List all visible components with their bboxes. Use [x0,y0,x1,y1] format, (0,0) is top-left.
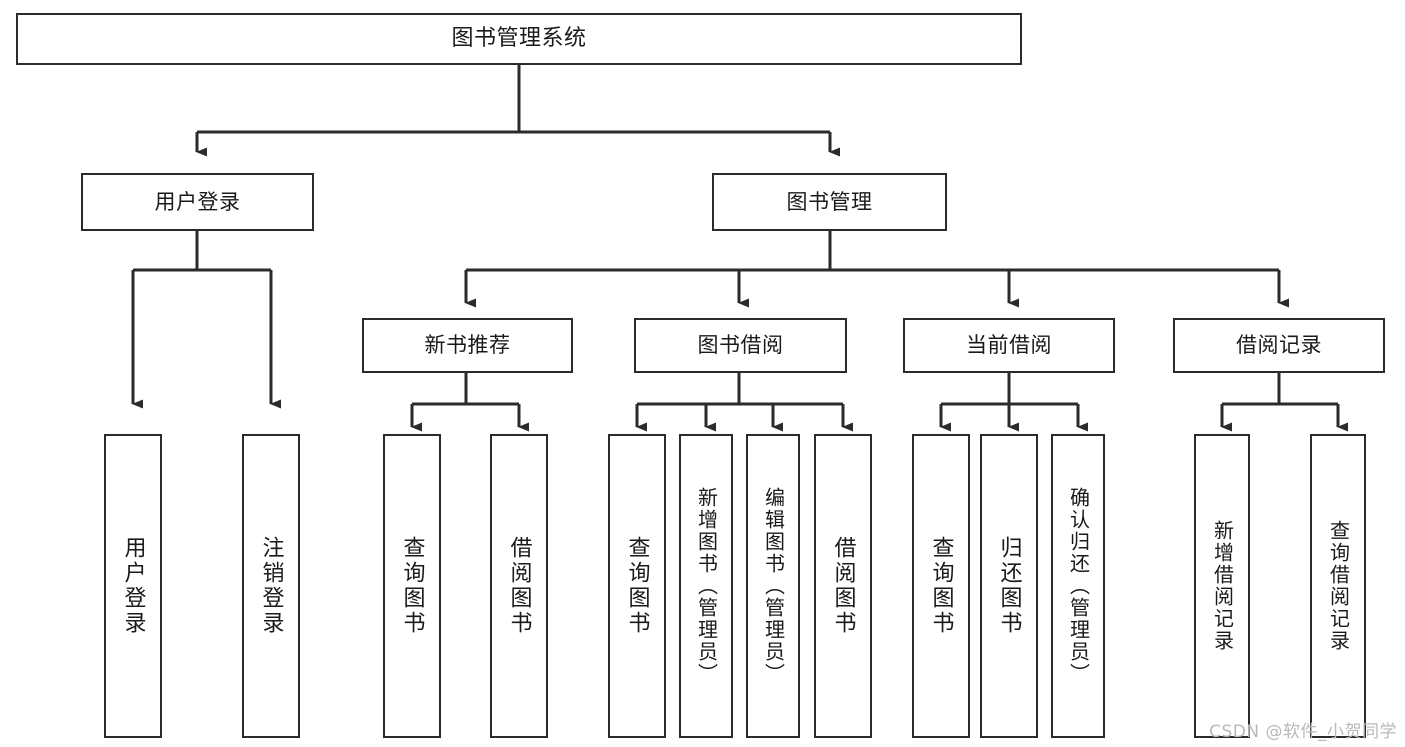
node-label: 新增借阅记录 [1210,520,1235,652]
leaf-return-book[interactable]: 归还图书 [980,434,1038,738]
node-label: 借阅图书 [506,536,532,636]
node-current-borrow[interactable]: 当前借阅 [903,318,1115,373]
leaf-query-book-new-book-rec[interactable]: 查询图书 [383,434,441,738]
node-label: 图书借阅 [697,333,784,358]
node-label: 图书管理系统 [451,26,587,52]
leaf-edit-book-admin[interactable]: 编辑图书（管理员） [746,434,800,738]
leaf-borrow-book-new-book-rec[interactable]: 借阅图书 [490,434,548,738]
leaf-add-borrow-record[interactable]: 新增借阅记录 [1194,434,1250,738]
leaf-user-login[interactable]: 用户登录 [104,434,162,738]
node-borrow-record[interactable]: 借阅记录 [1173,318,1385,373]
node-label: 查询图书 [624,536,650,636]
watermark-text: CSDN @软件_小贺同学 [1209,722,1397,742]
node-book-borrow[interactable]: 图书借阅 [634,318,847,373]
node-book-management[interactable]: 图书管理 [712,173,947,231]
node-label: 编辑图书（管理员） [761,487,786,685]
leaf-borrow-book-book-borrow[interactable]: 借阅图书 [814,434,872,738]
node-label: 用户登录 [154,189,241,214]
leaf-add-book-admin[interactable]: 新增图书（管理员） [679,434,733,738]
node-label: 借阅记录 [1236,333,1322,358]
node-label: 图书管理 [786,189,873,214]
node-user-login[interactable]: 用户登录 [81,173,314,231]
node-label: 查询借阅记录 [1326,520,1351,652]
node-label: 用户登录 [120,536,146,636]
leaf-query-borrow-record[interactable]: 查询借阅记录 [1310,434,1366,738]
node-label: 借阅图书 [830,536,856,636]
leaf-query-book-book-borrow[interactable]: 查询图书 [608,434,666,738]
leaf-query-book-current-borrow[interactable]: 查询图书 [912,434,970,738]
node-label: 查询图书 [399,536,425,636]
node-label: 当前借阅 [966,333,1052,358]
node-label: 新增图书（管理员） [694,487,719,685]
node-label: 新书推荐 [424,333,511,358]
node-label: 归还图书 [996,536,1022,636]
node-label: 注销登录 [258,536,284,636]
node-new-book-recommendation[interactable]: 新书推荐 [362,318,573,373]
leaf-confirm-return-admin[interactable]: 确认归还（管理员） [1051,434,1105,738]
node-root-book-management-system[interactable]: 图书管理系统 [16,13,1022,65]
leaf-logout[interactable]: 注销登录 [242,434,300,738]
node-label: 确认归还（管理员） [1066,487,1091,685]
node-label: 查询图书 [928,536,954,636]
